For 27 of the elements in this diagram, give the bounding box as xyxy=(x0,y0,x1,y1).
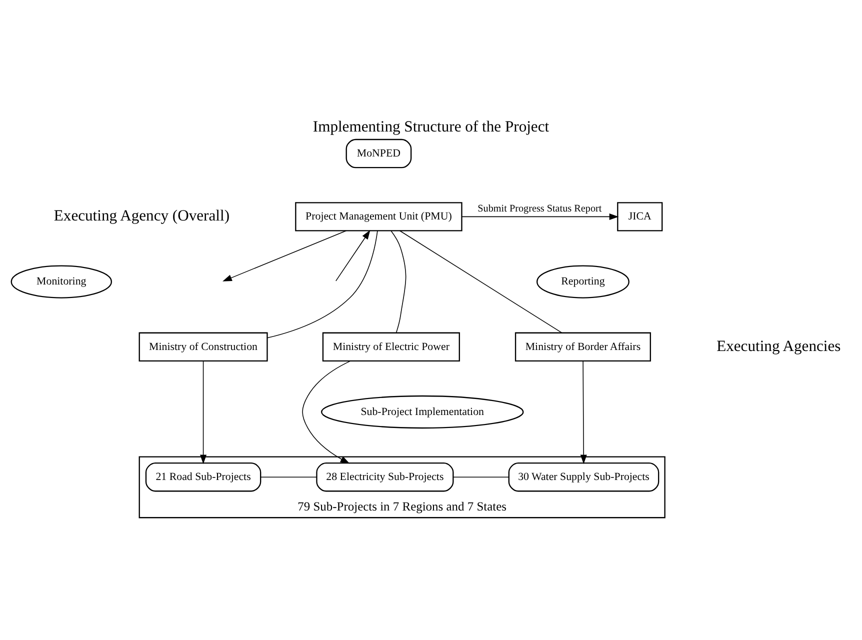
node-box: Ministry of Construction xyxy=(138,332,268,362)
node-box: MoNPED xyxy=(346,138,412,168)
arrow xyxy=(222,230,347,282)
node-box: 21 Road Sub-Projects xyxy=(145,462,262,492)
diagram-title: Implementing Structure of the Project xyxy=(312,118,550,136)
node-box: Project Management Unit (PMU) xyxy=(295,202,462,232)
node-box: JICA xyxy=(617,202,663,232)
node-box: Ministry of Border Affairs xyxy=(514,332,651,362)
node-box: Ministry of Electric Power xyxy=(322,332,460,362)
arrow xyxy=(302,360,351,464)
node-box: 30 Water Supply Sub-Projects xyxy=(508,462,660,492)
connector xyxy=(452,476,510,478)
label: Executing Agency (Overall) xyxy=(54,208,230,225)
arrow xyxy=(580,360,587,464)
node-ellipse: Reporting xyxy=(536,265,630,298)
connector xyxy=(266,230,378,338)
node-box: 28 Electricity Sub-Projects xyxy=(316,462,454,492)
arrow xyxy=(462,213,619,220)
label: Executing Agencies xyxy=(716,338,841,355)
connector xyxy=(399,230,562,334)
node-ellipse: Sub-Project Implementation xyxy=(320,395,524,429)
arrow xyxy=(200,360,207,464)
node-ellipse: Monitoring xyxy=(10,265,112,298)
connector xyxy=(390,230,406,334)
arrow xyxy=(336,230,370,282)
edge-label: Submit Progress Status Report xyxy=(478,204,602,215)
connector xyxy=(260,476,317,478)
